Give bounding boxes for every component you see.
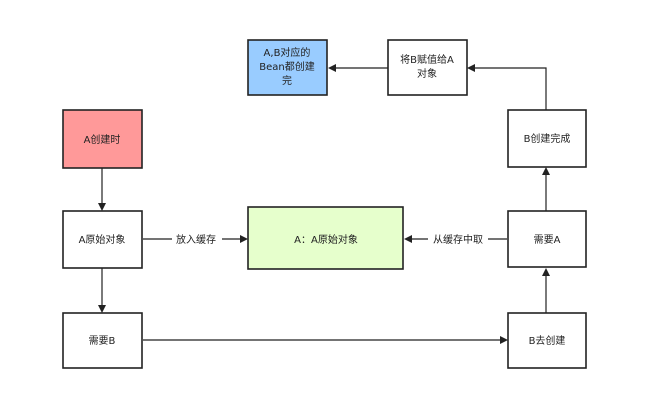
edge-label-bg xyxy=(428,231,488,247)
node-b-done-label: B创建完成 xyxy=(524,132,571,145)
node-a-raw: A原始对象 xyxy=(62,210,143,269)
node-cache-label: A：A原始对象 xyxy=(294,233,358,246)
edge-b-done-to-assign xyxy=(467,64,547,110)
edge-need-a-to-b-done xyxy=(542,167,550,211)
node-beans-done-label-line2: Bean都创建 xyxy=(259,60,314,73)
node-beans-done: A,B对应的 Bean都创建 完 xyxy=(247,39,328,96)
node-a-raw-label: A原始对象 xyxy=(79,233,126,246)
node-a-create-label: A创建时 xyxy=(84,133,121,146)
edge-a-create-to-a-raw xyxy=(98,168,106,211)
node-a-create: A创建时 xyxy=(62,109,143,169)
edge-b-create-to-need-a xyxy=(542,268,550,313)
edge-a-raw-to-need-b xyxy=(98,268,106,313)
node-need-b-label: 需要B xyxy=(89,335,116,347)
node-beans-done-label-line3: 完 xyxy=(282,74,292,87)
edges xyxy=(98,64,550,344)
node-b-create-label: B去创建 xyxy=(529,334,566,347)
node-cache: A：A原始对象 xyxy=(247,206,404,270)
node-assign-label-line1: 将B赋值给A xyxy=(400,53,454,66)
edge-label-get-cache: 从缓存中取 xyxy=(433,233,483,246)
edge-label-put-cache: 放入缓存 xyxy=(176,233,216,246)
node-need-b: 需要B xyxy=(62,312,143,369)
edge-need-b-to-b-create xyxy=(143,336,508,344)
node-need-a-label: 需要A xyxy=(534,234,561,246)
edge-labels: 放入缓存 从缓存中取 xyxy=(172,231,488,247)
node-b-done: B创建完成 xyxy=(507,109,587,168)
node-assign-label-line2: 对象 xyxy=(417,67,437,80)
node-beans-done-label-line1: A,B对应的 xyxy=(264,46,311,59)
node-assign: 将B赋值给A 对象 xyxy=(387,39,468,96)
edge-assign-to-beans-done xyxy=(328,64,388,72)
node-b-create: B去创建 xyxy=(507,312,587,369)
node-need-a: 需要A xyxy=(507,210,587,268)
edge-label-bg xyxy=(172,231,222,247)
